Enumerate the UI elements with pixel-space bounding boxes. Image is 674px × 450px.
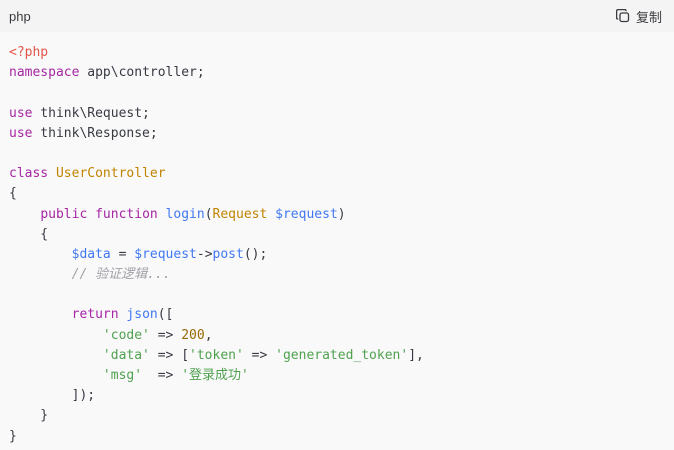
code-token: ], — [408, 347, 424, 363]
code-token — [9, 207, 40, 222]
code-token: ) — [337, 206, 346, 222]
code-token: use — [9, 125, 33, 141]
code-token: = — [110, 246, 135, 262]
code-token — [9, 267, 72, 282]
code-token: $request — [134, 246, 197, 262]
code-token: 'token' — [189, 347, 244, 363]
code-token — [9, 247, 72, 262]
code-line: 'data' => ['token' => 'generated_token']… — [9, 346, 424, 366]
code-token: 'code' — [102, 327, 150, 343]
copy-icon — [615, 9, 630, 23]
code-token: '登录成功' — [181, 368, 249, 383]
code-token: think\Request; — [32, 105, 150, 121]
code-token: public — [40, 206, 88, 222]
code-line: ]); — [9, 386, 424, 406]
code-token: // 验证逻辑... — [71, 267, 171, 283]
code-token: namespace — [9, 65, 80, 81]
code-token: json — [126, 307, 158, 323]
code-token: 200 — [181, 327, 205, 343]
code-token: => [ — [149, 347, 190, 363]
code-token: function — [95, 206, 158, 222]
language-label: php — [9, 8, 31, 24]
code-token: 'msg' — [102, 368, 143, 383]
code-token — [9, 328, 103, 343]
code-line: use think\Request; — [9, 104, 424, 124]
code-token: ]); — [9, 388, 96, 404]
code-token: 'data' — [102, 347, 150, 363]
code-line: public function login(Request $request) — [9, 205, 424, 225]
code-line: 'msg' => '登录成功' — [9, 366, 424, 386]
code-line: class UserController — [9, 164, 424, 184]
code-token: => — [243, 347, 276, 363]
code-token: => — [142, 368, 182, 383]
code-line: $data = $request->post(); — [9, 245, 424, 265]
code-token: => — [149, 327, 182, 343]
code-token — [48, 166, 56, 181]
code-token: (); — [243, 246, 268, 262]
code-token: , — [204, 327, 213, 343]
copy-label: 复制 — [635, 9, 662, 25]
code-line: } — [9, 406, 424, 426]
code-token: app\controller; — [79, 65, 205, 81]
code-token: { — [9, 226, 49, 242]
code-token — [158, 207, 166, 222]
code-token: -> — [196, 246, 213, 262]
code-line: <?php — [9, 43, 424, 63]
code-line: namespace app\controller; — [9, 63, 424, 83]
code-line: { — [9, 184, 424, 204]
code-token: ([ — [157, 307, 174, 323]
code-token: } — [9, 408, 49, 424]
code-line: return json([ — [9, 305, 424, 325]
code-line: use think\Response; — [9, 124, 424, 144]
code-token — [9, 368, 103, 383]
code-token: $data — [71, 246, 111, 262]
code-token: UserController — [55, 166, 166, 182]
code-token: think\Response; — [32, 125, 158, 141]
code-block-header: php 复制 — [0, 0, 674, 32]
code-token: post — [212, 246, 244, 262]
code-line: ​ — [9, 83, 424, 103]
copy-button[interactable]: 复制 — [615, 7, 662, 26]
code-token: ( — [204, 206, 213, 222]
code-line: 'code' => 200, — [9, 326, 424, 346]
code-token: } — [9, 428, 17, 444]
code-token — [9, 307, 72, 322]
code-token — [87, 207, 95, 222]
code-token: 'generated_token' — [275, 347, 409, 363]
code-token: { — [9, 186, 17, 202]
code-token: Request — [212, 206, 268, 222]
code-token: use — [9, 105, 33, 121]
code-line: ​ — [9, 285, 424, 305]
code-token: login — [165, 206, 205, 222]
code-token: return — [71, 307, 119, 323]
code-token: <?php — [9, 45, 49, 60]
code-line: } — [9, 427, 424, 447]
code-token: class — [9, 166, 49, 182]
code-token — [267, 207, 275, 222]
code-line: { — [9, 225, 424, 245]
code-line: ​ — [9, 144, 424, 164]
code-token: $request — [275, 206, 338, 222]
code-token — [9, 348, 103, 363]
code-line: // 验证逻辑... — [9, 265, 424, 285]
